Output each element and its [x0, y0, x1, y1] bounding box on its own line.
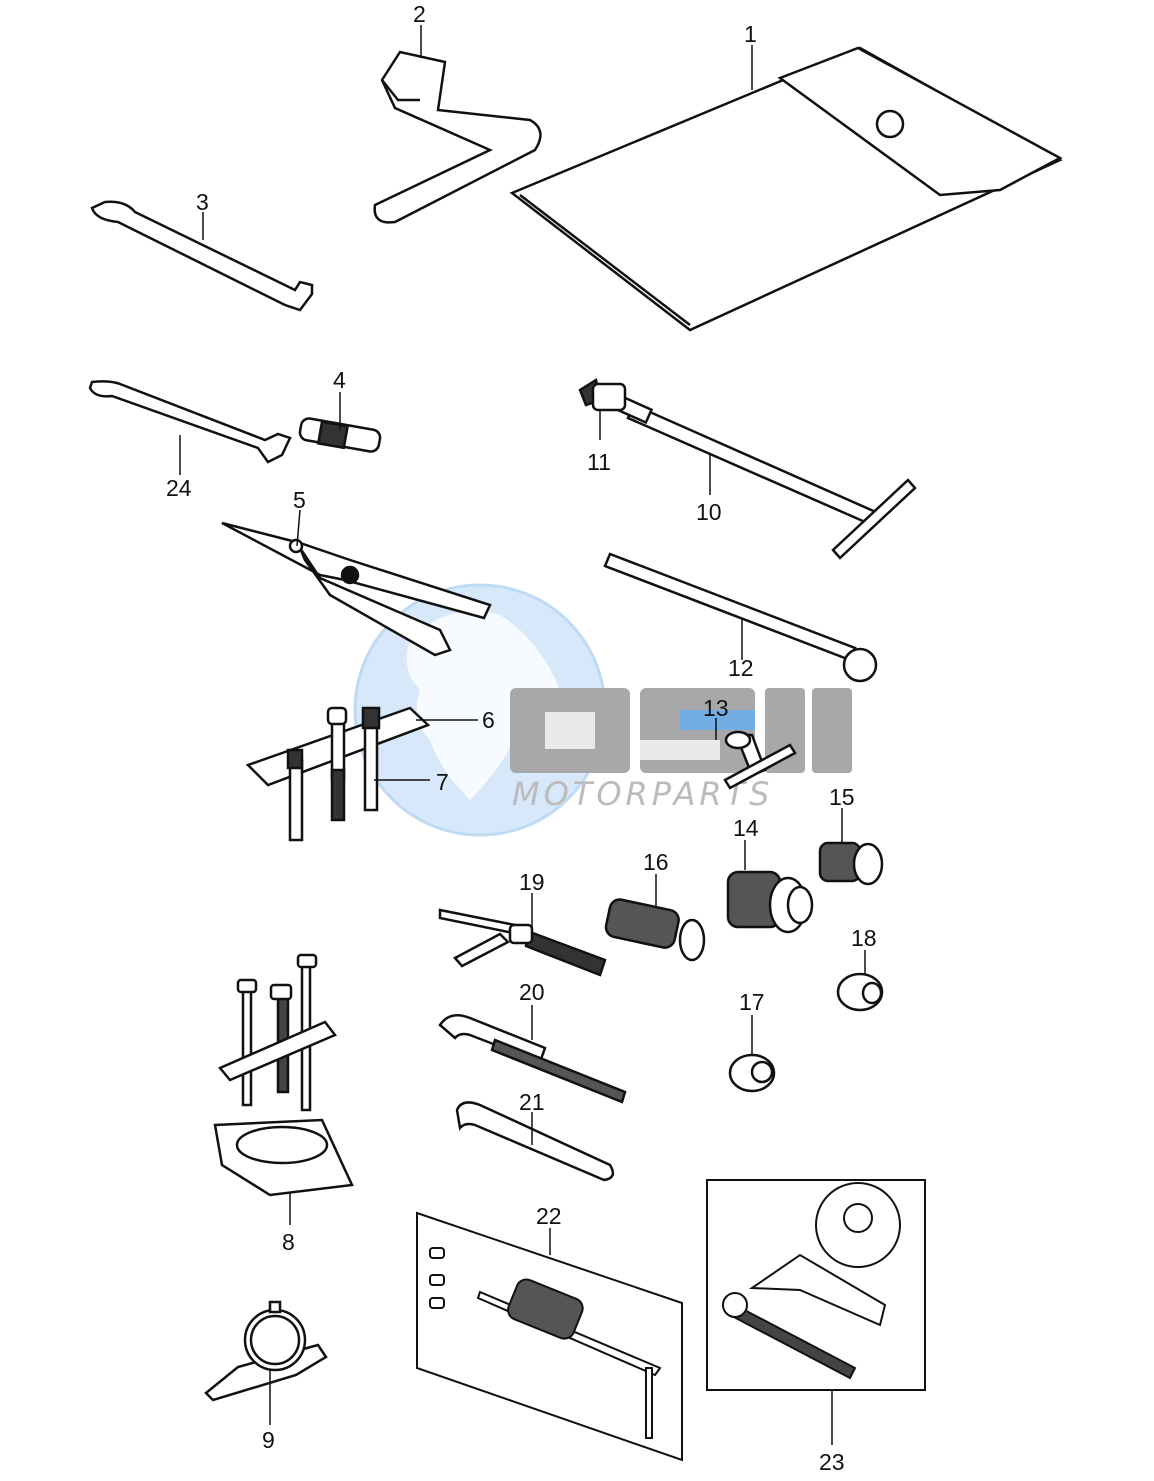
- leader-lines: [179, 25, 866, 1445]
- callout-24: 24: [166, 475, 192, 501]
- hook-spanner-icon: [438, 1013, 627, 1104]
- callout-21: 21: [519, 1089, 545, 1115]
- callout-13: 13: [703, 695, 729, 721]
- callout-5: 5: [293, 487, 306, 513]
- callout-22: 22: [536, 1203, 562, 1229]
- drift-icon: [726, 870, 814, 934]
- callout-17: 17: [739, 989, 765, 1015]
- callout-23: 23: [819, 1449, 845, 1475]
- drift-icon: [818, 841, 884, 886]
- callout-19: 19: [519, 869, 545, 895]
- callout-2: 2: [413, 1, 426, 27]
- gear-holder-icon: [706, 1179, 926, 1391]
- slide-hammer-icon: [416, 1211, 683, 1462]
- callout-14: 14: [733, 815, 759, 841]
- callout-numbers: 1 2 3 4 5 6 7 8 9 10 11 12 13 14 15 16 1…: [166, 1, 877, 1475]
- spanner-icon: [90, 200, 314, 312]
- holder-plate-icon: [245, 706, 431, 842]
- callout-10: 10: [696, 499, 722, 525]
- collar-icon: [728, 1053, 776, 1093]
- callout-11: 11: [587, 449, 611, 475]
- pliers-icon: [221, 521, 492, 657]
- puller-icon: [213, 953, 354, 1197]
- socket-wrench-icon: [373, 50, 542, 224]
- watermark: MOTORPARTS: [353, 583, 852, 837]
- t-handle-icon: [723, 730, 797, 790]
- callout-18: 18: [851, 925, 877, 951]
- spanner-icon: [88, 380, 292, 464]
- watermark-continents: [406, 610, 560, 800]
- socket-icon: [578, 377, 627, 412]
- hook-spanner-icon: [455, 1101, 615, 1182]
- callout-8: 8: [282, 1229, 295, 1255]
- watermark-logo: [510, 688, 852, 773]
- drift-icon: [604, 898, 706, 962]
- tool-bag-icon: [509, 46, 1063, 332]
- callout-12: 12: [728, 655, 754, 681]
- callout-3: 3: [196, 189, 209, 215]
- callout-6: 6: [482, 707, 495, 733]
- callout-15: 15: [829, 784, 855, 810]
- callout-20: 20: [519, 979, 545, 1005]
- callout-16: 16: [643, 849, 669, 875]
- collar-icon: [836, 972, 884, 1012]
- callout-1: 1: [744, 21, 757, 47]
- dial-gauge-icon: [204, 1300, 328, 1402]
- pliers-icon: [438, 908, 607, 977]
- bar-tool-icon: [603, 552, 878, 683]
- callout-9: 9: [262, 1427, 275, 1453]
- t-handle-icon: [616, 395, 917, 560]
- callout-4: 4: [333, 367, 346, 393]
- callout-7: 7: [436, 769, 449, 795]
